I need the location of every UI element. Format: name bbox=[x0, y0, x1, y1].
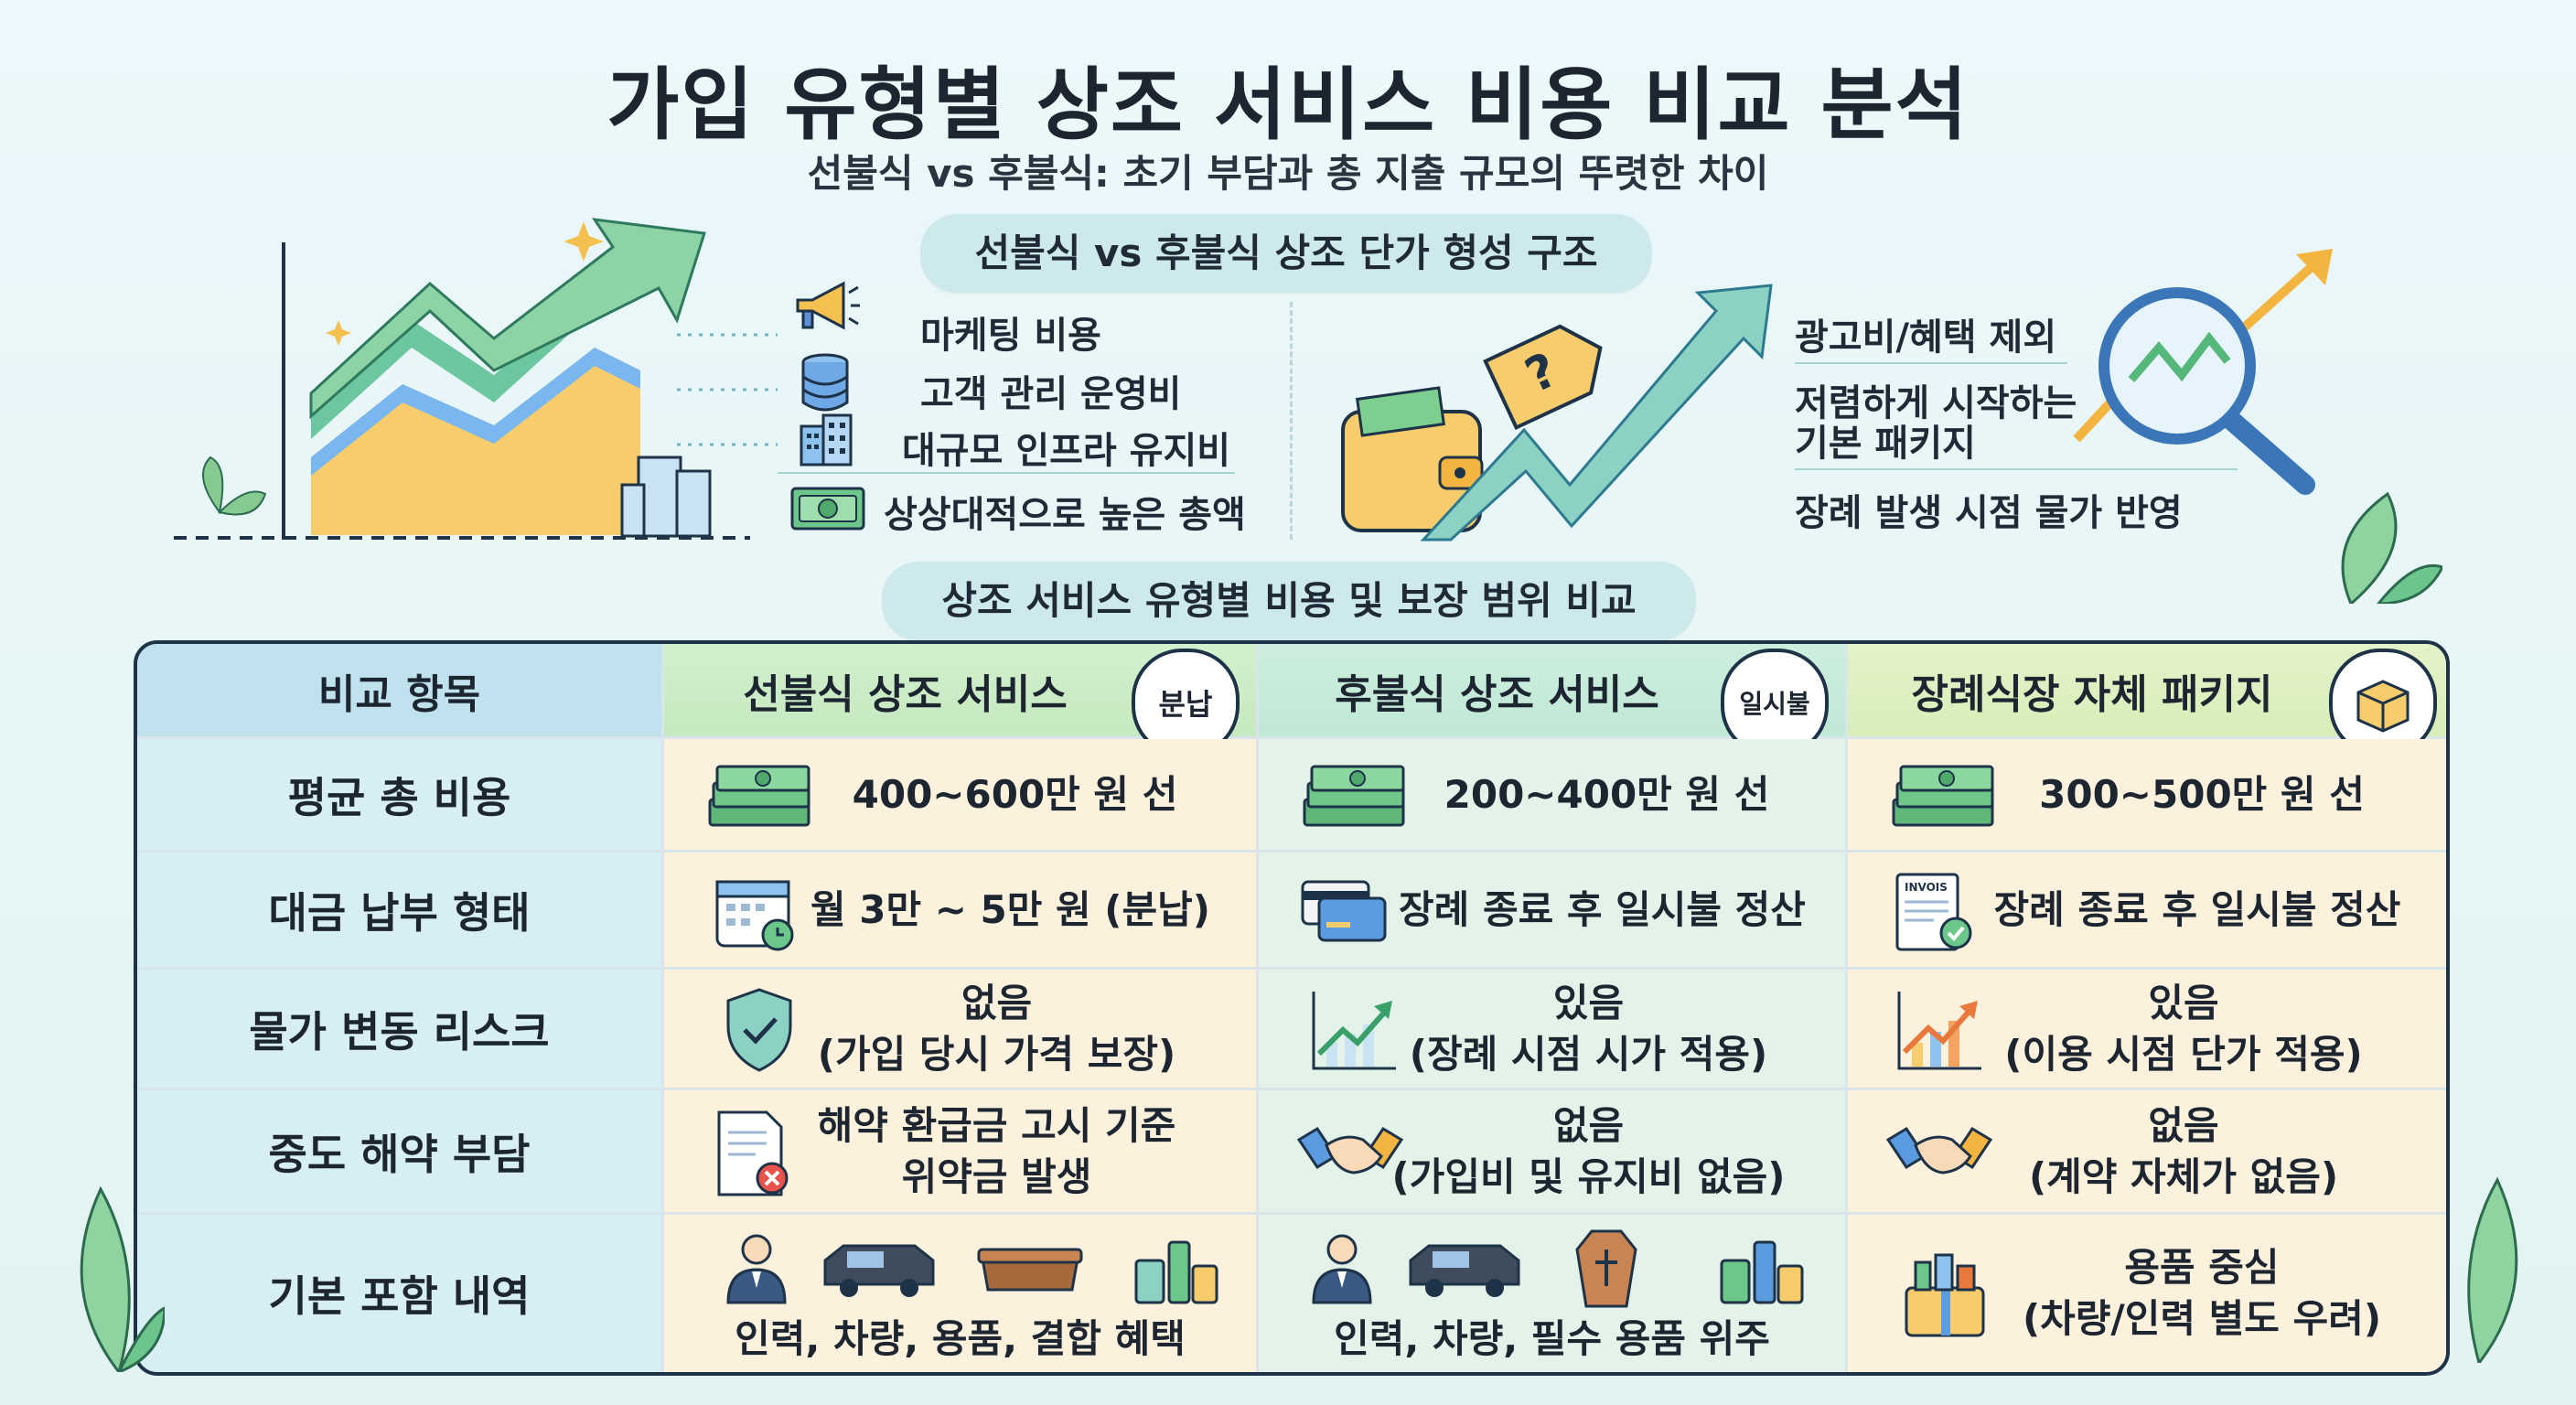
postpaid-divider-1 bbox=[1795, 362, 2067, 364]
hearse-car-icon bbox=[1409, 1244, 1520, 1297]
cash-bill-icon bbox=[790, 487, 865, 531]
invoice-check-icon: INVOIS bbox=[1895, 873, 1972, 951]
postpaid-item-no-ads: 광고비/혜택 제외 bbox=[1795, 316, 2057, 359]
cell-postpaid-risk: 있음(장례 시점 시가 적용) bbox=[1259, 970, 1848, 1090]
postpaid-item-basic-package: 기본 패키지 bbox=[1795, 423, 1976, 465]
row-label-payment-form: 대금 납부 형태 bbox=[137, 853, 664, 970]
row-label-included: 기본 포함 내역 bbox=[137, 1215, 664, 1372]
column-header-postpaid: 후불식 상조 서비스 일시불 bbox=[1259, 644, 1848, 756]
cell-prepaid-included: 인력, 차량, 용품, 결합 혜택 bbox=[664, 1215, 1259, 1372]
prepaid-item-marketing: 마케팅 비용 bbox=[920, 315, 1101, 357]
page-subtitle: 선불식 vs 후불식: 초기 부담과 총 지출 규모의 뚜렷한 차이 bbox=[807, 151, 1769, 196]
cell-postpaid-cost: 200~400만 원 선 bbox=[1259, 739, 1848, 853]
postpaid-item-price-at-event: 장례 발생 시점 물가 반영 bbox=[1795, 492, 2183, 534]
wallet-arrow-illustration: ? bbox=[1341, 284, 1773, 542]
cell-prepaid-payment: 월 3만 ~ 5만 원 (분납) bbox=[664, 853, 1259, 970]
page-title: 가입 유형별 상조 서비스 비용 비교 분석 bbox=[606, 59, 1970, 151]
row-label-cancellation: 중도 해약 부담 bbox=[137, 1090, 664, 1215]
trend-up-chart-icon bbox=[1897, 992, 1981, 1070]
prepaid-total-divider bbox=[778, 472, 1235, 474]
table-row: 물가 변동 리스크 없음(가입 당시 가격 보장) 있음(장례 시점 시가 적용… bbox=[137, 970, 2446, 1090]
comparison-heading: 상조 서비스 유형별 비용 및 보장 범위 비교 bbox=[882, 562, 1696, 640]
magnifier-trend-icon bbox=[2073, 249, 2333, 495]
structure-heading: 선불식 vs 후불식 상조 단가 형성 구조 bbox=[920, 214, 1652, 293]
column-header-prepaid: 선불식 상조 서비스 분납 bbox=[664, 644, 1259, 756]
cell-funeral-home-risk: 있음(이용 시점 단가 적용) bbox=[1848, 970, 2446, 1090]
svg-text:INVOIS: INVOIS bbox=[1905, 881, 1948, 894]
handshake-icon bbox=[1885, 1126, 1993, 1174]
prepaid-item-infrastructure: 대규모 인프라 유지비 bbox=[902, 430, 1231, 472]
coffin-cross-icon bbox=[1575, 1229, 1637, 1308]
cash-stack-icon bbox=[708, 765, 810, 827]
prepaid-item-total: 상상대적으로 높은 총액 bbox=[884, 494, 1246, 536]
contract-cancel-icon bbox=[717, 1110, 789, 1196]
staff-person-icon bbox=[726, 1234, 787, 1304]
lump-sum-badge: 일시불 bbox=[1721, 649, 1829, 756]
comparison-table: 비교 항목 선불식 상조 서비스 분납 후불식 상조 서비스 일시불 장례식장 … bbox=[134, 640, 2450, 1376]
gift-box-icon bbox=[2356, 680, 2410, 733]
calendar-clock-icon bbox=[715, 880, 794, 951]
leaf-decoration-bottom-right bbox=[2467, 1176, 2518, 1363]
cash-stack-icon bbox=[1303, 765, 1405, 827]
hearse-car-icon bbox=[823, 1244, 935, 1297]
handshake-icon bbox=[1296, 1126, 1404, 1174]
cell-funeral-home-included: 용품 중심(차량/인력 별도 우려) bbox=[1848, 1215, 2446, 1372]
table-row: 평균 총 비용 400~600만 원 선 200~400만 원 선 300~50… bbox=[137, 739, 2446, 853]
database-icon bbox=[801, 353, 849, 412]
supplies-bottles-icon bbox=[1134, 1240, 1218, 1304]
column-header-item: 비교 항목 bbox=[137, 644, 664, 739]
cell-funeral-home-cancellation: 없음(계약 자체가 없음) bbox=[1848, 1090, 2446, 1215]
cash-stack-icon bbox=[1892, 765, 1994, 827]
column-header-funeral-home: 장례식장 자체 패키지 bbox=[1848, 644, 2446, 756]
shield-check-icon bbox=[726, 988, 792, 1072]
postpaid-divider-2 bbox=[1795, 468, 2238, 470]
office-building-icon bbox=[800, 413, 853, 467]
installment-badge: 분납 bbox=[1132, 649, 1240, 756]
coffin-icon bbox=[977, 1248, 1083, 1292]
postpaid-item-cheap-start: 저렴하게 시작하는 bbox=[1795, 382, 2077, 424]
trend-up-chart-icon bbox=[1312, 992, 1396, 1070]
credit-card-icon bbox=[1301, 880, 1387, 942]
supplies-basket-icon bbox=[1905, 1253, 1985, 1337]
cell-prepaid-cost: 400~600만 원 선 bbox=[664, 739, 1259, 853]
cell-prepaid-risk: 없음(가입 당시 가격 보장) bbox=[664, 970, 1259, 1090]
row-label-price-risk: 물가 변동 리스크 bbox=[137, 970, 664, 1090]
staff-person-icon bbox=[1312, 1234, 1372, 1304]
section-divider bbox=[1290, 302, 1293, 540]
table-row: 기본 포함 내역 인력, 차량, 용품, 결합 혜택 인력, 차량, 필수 용품… bbox=[137, 1215, 2446, 1372]
rising-chart-illustration bbox=[174, 218, 750, 540]
supplies-bottles-icon bbox=[1720, 1240, 1804, 1304]
cell-postpaid-cancellation: 없음(가입비 및 유지비 없음) bbox=[1259, 1090, 1848, 1215]
cell-postpaid-included: 인력, 차량, 필수 용품 위주 bbox=[1259, 1215, 1848, 1372]
table-header-row: 비교 항목 선불식 상조 서비스 분납 후불식 상조 서비스 일시불 장례식장 … bbox=[137, 644, 2446, 756]
row-label-total-cost: 평균 총 비용 bbox=[137, 739, 664, 853]
table-row: 대금 납부 형태 월 3만 ~ 5만 원 (분납) 장례 종료 후 일시불 정산… bbox=[137, 853, 2446, 970]
leaf-decoration-left bbox=[80, 1185, 165, 1372]
cell-postpaid-payment: 장례 종료 후 일시불 정산 bbox=[1259, 853, 1848, 970]
cell-funeral-home-cost: 300~500만 원 선 bbox=[1848, 739, 2446, 853]
prepaid-item-customer-ops: 고객 관리 운영비 bbox=[920, 373, 1182, 415]
leaf-decoration-right bbox=[2341, 491, 2442, 604]
cell-funeral-home-payment: INVOIS 장례 종료 후 일시불 정산 bbox=[1848, 853, 2446, 970]
megaphone-icon bbox=[796, 281, 860, 330]
dotted-connectors bbox=[677, 333, 778, 446]
